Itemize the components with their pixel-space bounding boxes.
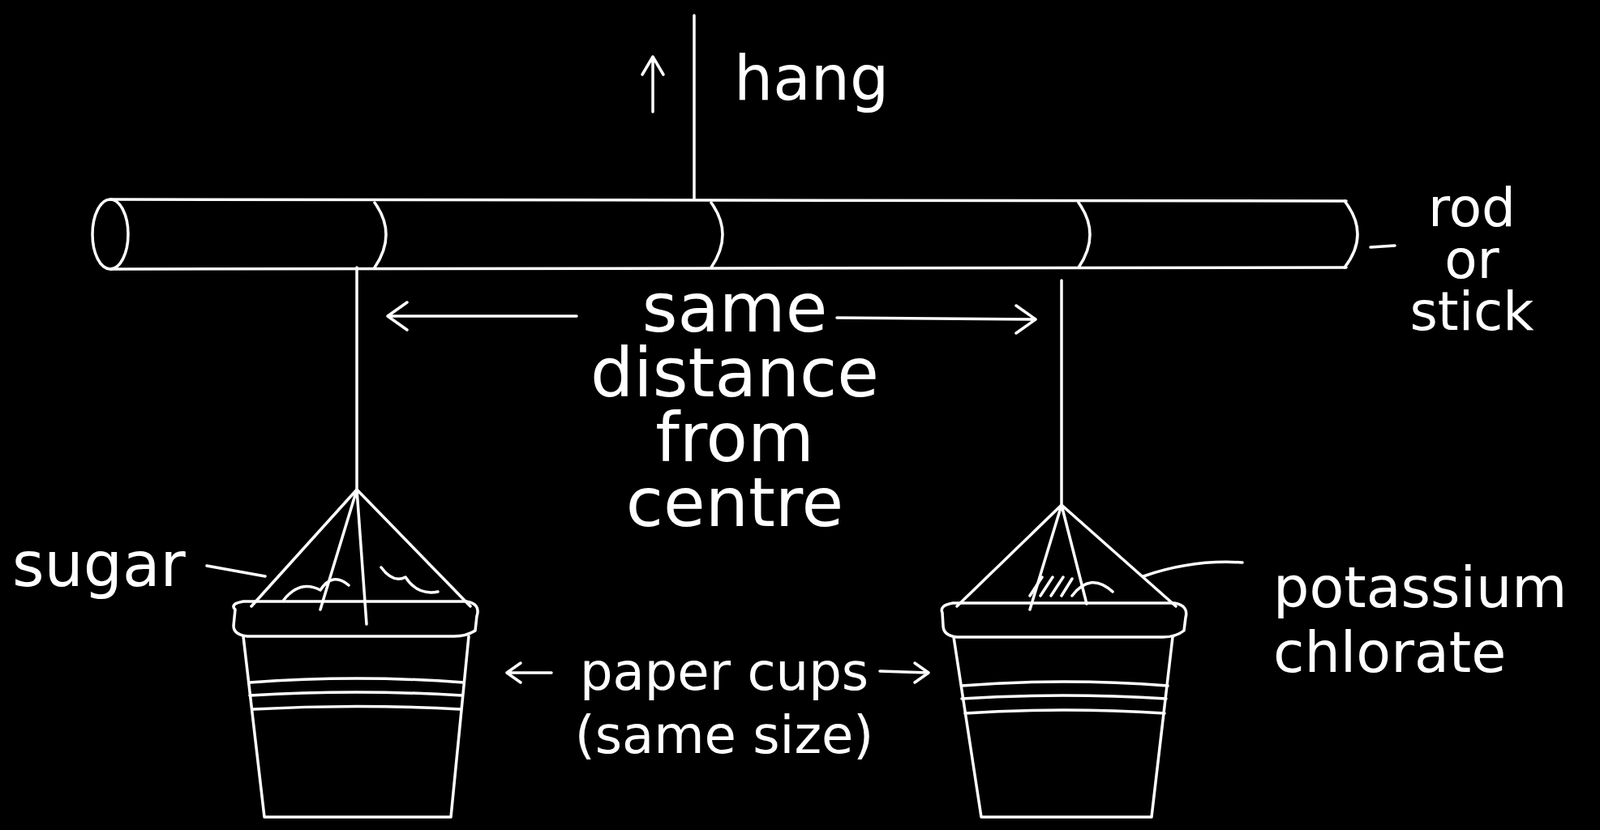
rod-end bbox=[92, 199, 129, 270]
cup-string bbox=[1059, 280, 1064, 506]
cup-arrow bbox=[506, 663, 552, 683]
leader-line bbox=[206, 566, 266, 577]
paper-cup bbox=[953, 637, 1173, 818]
leader-line bbox=[1143, 561, 1243, 577]
cup-hanger bbox=[251, 489, 471, 625]
part-label: sugar bbox=[12, 531, 224, 600]
part-label: rod or stick bbox=[1398, 182, 1545, 339]
rod-outline bbox=[110, 199, 1347, 270]
paper-cup bbox=[243, 636, 469, 818]
cup-arrow bbox=[879, 663, 929, 683]
cup-hanger bbox=[956, 505, 1176, 610]
part-label: paper cups (same size) bbox=[545, 640, 903, 768]
sugar-powder bbox=[283, 567, 438, 601]
paper-cup bbox=[233, 601, 478, 637]
up-arrow bbox=[642, 56, 664, 112]
rod-end bbox=[1344, 201, 1358, 268]
note-label: same distance from centre bbox=[564, 275, 906, 536]
cup-string bbox=[355, 267, 359, 490]
cup-band bbox=[249, 678, 464, 710]
distance-arrow bbox=[387, 302, 577, 331]
paper-cup bbox=[941, 603, 1186, 638]
leader-line bbox=[1370, 245, 1395, 248]
distance-arrow bbox=[836, 305, 1036, 334]
chlorate-powder bbox=[1029, 577, 1113, 597]
cup-band bbox=[961, 682, 1168, 714]
hanging-string bbox=[692, 15, 696, 200]
part-label: potassium chlorate bbox=[1273, 555, 1598, 686]
rod-segment-mark bbox=[374, 202, 1090, 268]
note-label: hang bbox=[733, 44, 945, 113]
